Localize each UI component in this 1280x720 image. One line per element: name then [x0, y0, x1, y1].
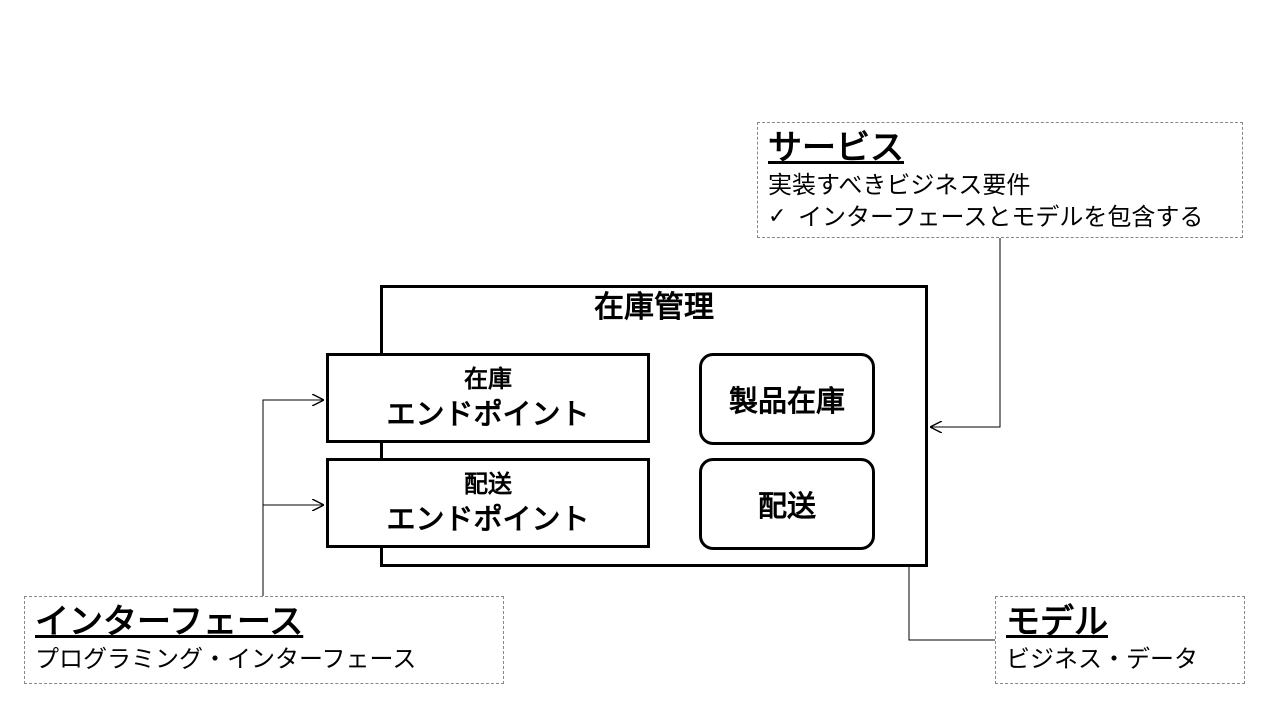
inventory-endpoint-sublabel: エンドポイント: [386, 397, 590, 431]
model-callout-description: ビジネス・データ: [1006, 645, 1198, 673]
shipping-model-box: 配送: [699, 458, 875, 550]
inventory-endpoint-box: 在庫 エンドポイント: [326, 353, 650, 443]
shipping-endpoint-sublabel: エンドポイント: [386, 502, 590, 536]
interface-connector: [262, 400, 324, 596]
product-inventory-model-box: 製品在庫: [699, 353, 875, 445]
model-callout: モデル ビジネス・データ: [995, 596, 1245, 684]
interface-callout-description: プログラミング・インターフェース: [35, 645, 417, 673]
shipping-endpoint-box: 配送 エンドポイント: [326, 458, 650, 548]
product-inventory-model-label: 製品在庫: [728, 384, 845, 418]
model-callout-heading: モデル: [1006, 602, 1108, 642]
service-callout-check-row: ✓ インターフェースとモデルを包含する: [768, 201, 1232, 233]
service-callout-description: 実装すべきビジネス要件: [768, 171, 1031, 199]
inventory-endpoint-label: 在庫: [464, 365, 512, 393]
service-title: 在庫管理: [594, 290, 714, 325]
checkmark-icon: ✓: [768, 204, 787, 229]
interface-callout-heading: インターフェース: [35, 602, 304, 642]
service-callout-check-item: インターフェースとモデルを包含する: [798, 203, 1204, 231]
shipping-endpoint-label: 配送: [464, 470, 512, 498]
service-connector: [930, 238, 1001, 427]
shipping-model-label: 配送: [757, 489, 816, 523]
interface-callout: インターフェース プログラミング・インターフェース: [24, 596, 504, 684]
service-callout-heading: サービス: [768, 128, 904, 168]
service-callout: サービス 実装すべきビジネス要件 ✓ インターフェースとモデルを包含する: [757, 122, 1243, 238]
